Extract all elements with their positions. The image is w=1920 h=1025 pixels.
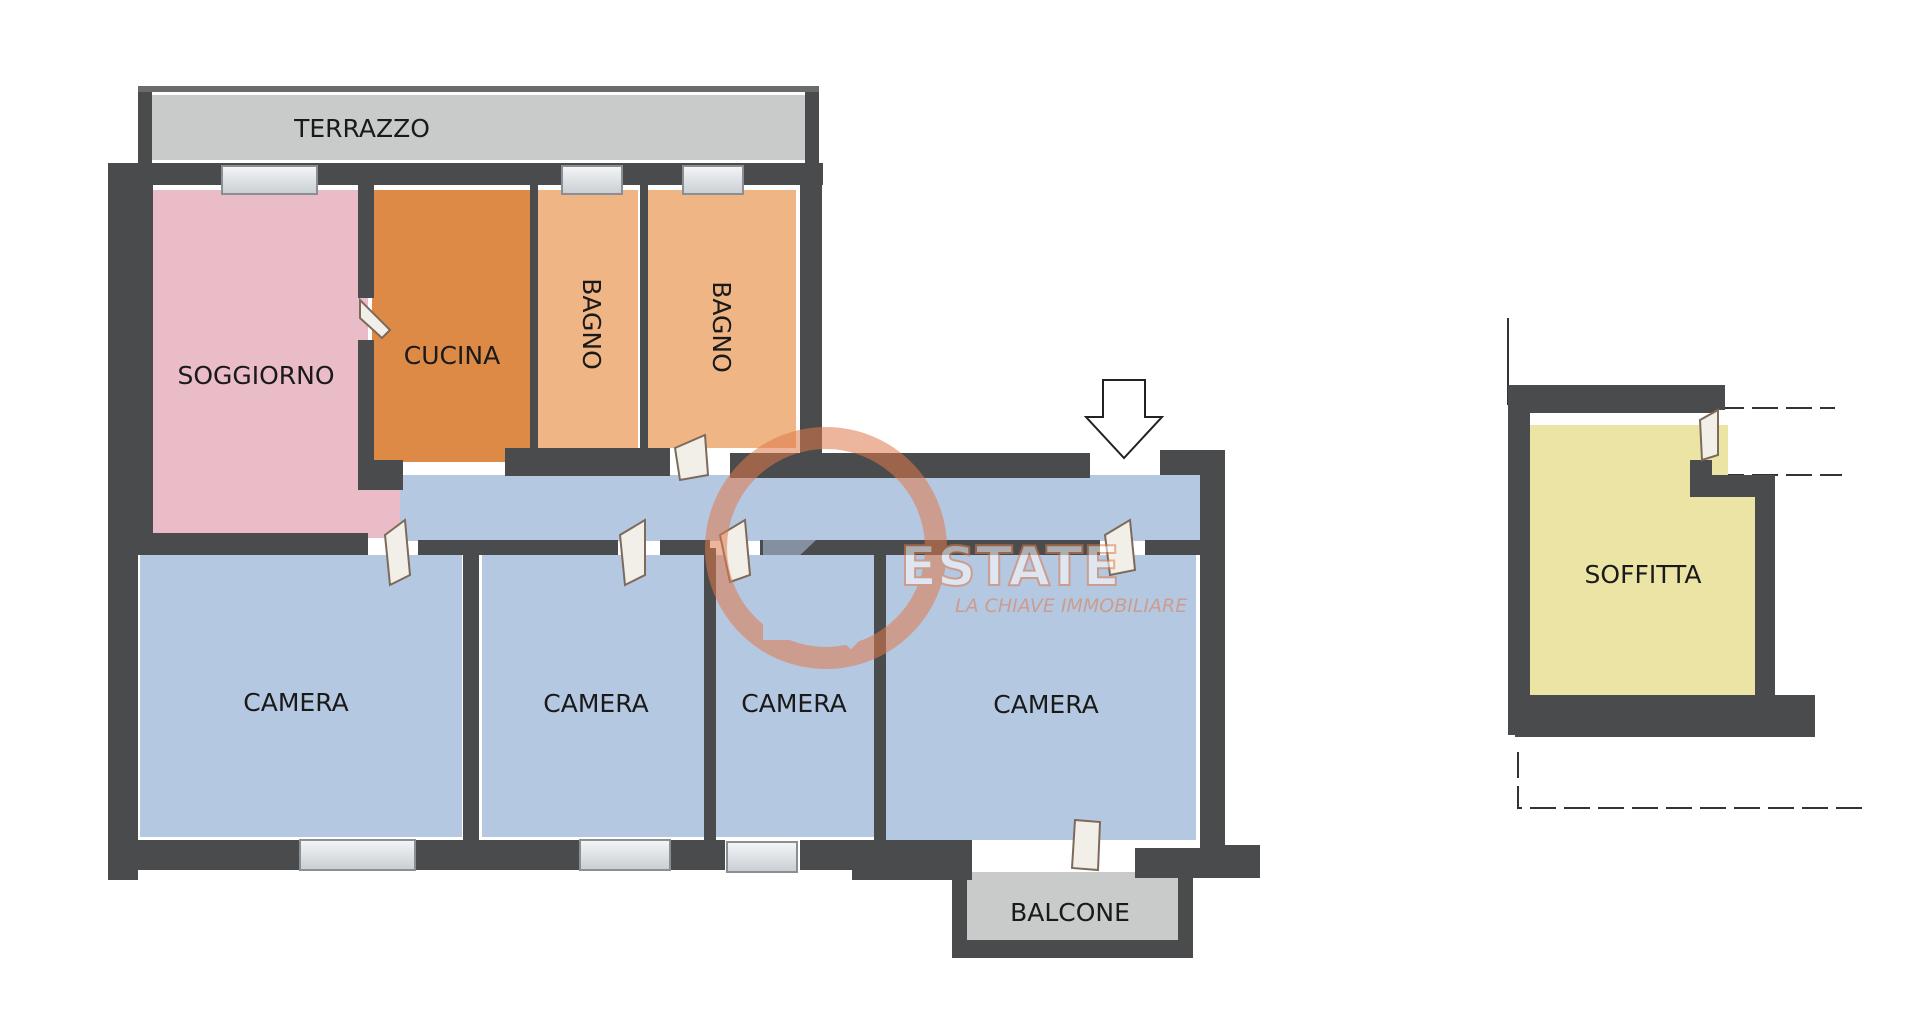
window-icon <box>579 839 671 871</box>
window-icon <box>682 165 744 195</box>
room-label-camera-1: CAMERA <box>243 688 348 717</box>
door-icon <box>359 297 392 340</box>
watermark: ESTATE LA CHIAVE IMMOBILIARE <box>705 427 1187 669</box>
door-icon <box>1070 818 1102 872</box>
room-label-balcone: BALCONE <box>1010 898 1130 927</box>
watermark-tagline: LA CHIAVE IMMOBILIARE <box>955 595 1187 617</box>
terrazzo-floor <box>150 95 805 160</box>
room-label-camera-3: CAMERA <box>741 689 846 718</box>
bagno-2-floor <box>648 190 796 448</box>
key-logo-icon <box>763 480 869 650</box>
doors <box>359 297 1137 872</box>
room-labels: TERRAZZO SOGGIORNO CUCINA BAGNO BAGNO CA… <box>177 114 1701 927</box>
door-icon <box>673 433 710 482</box>
camera-1-floor <box>140 555 462 837</box>
balcone-floor <box>960 872 1185 940</box>
room-label-bagno-1: BAGNO <box>577 278 606 370</box>
door-icon <box>1103 518 1137 577</box>
room-label-soggiorno: SOGGIORNO <box>177 361 334 390</box>
room-label-camera-2: CAMERA <box>543 689 648 718</box>
window-icon <box>221 165 318 195</box>
room-label-camera-4: CAMERA <box>993 690 1098 719</box>
windows <box>221 165 798 873</box>
arrow-down-icon <box>1083 379 1165 460</box>
key-logo-icon <box>705 427 947 669</box>
soffitta-plan <box>1507 318 1865 809</box>
room-label-cucina: CUCINA <box>404 341 500 370</box>
window-icon <box>726 841 798 873</box>
room-label-terrazzo: TERRAZZO <box>293 114 430 143</box>
bagno-1-floor <box>535 190 638 448</box>
soffitta-walls <box>1508 385 1815 737</box>
room-label-soffitta: SOFFITTA <box>1585 560 1702 589</box>
door-icon <box>618 518 646 587</box>
soffitta-floor <box>1700 495 1762 695</box>
window-icon <box>561 165 623 195</box>
door-icon <box>383 518 412 587</box>
cucina-floor <box>372 190 532 462</box>
window-icon <box>299 839 416 871</box>
camera-2-floor <box>482 555 704 837</box>
watermark-brand: ESTATE <box>900 535 1120 598</box>
camera-4-floor <box>886 555 1196 840</box>
soffitta-boundary-line <box>1517 752 1865 809</box>
door-icon <box>1698 408 1719 462</box>
soffitta-boundary-line <box>1718 407 1842 476</box>
apartment-plan <box>108 86 1260 958</box>
room-label-bagno-2: BAGNO <box>707 281 736 373</box>
